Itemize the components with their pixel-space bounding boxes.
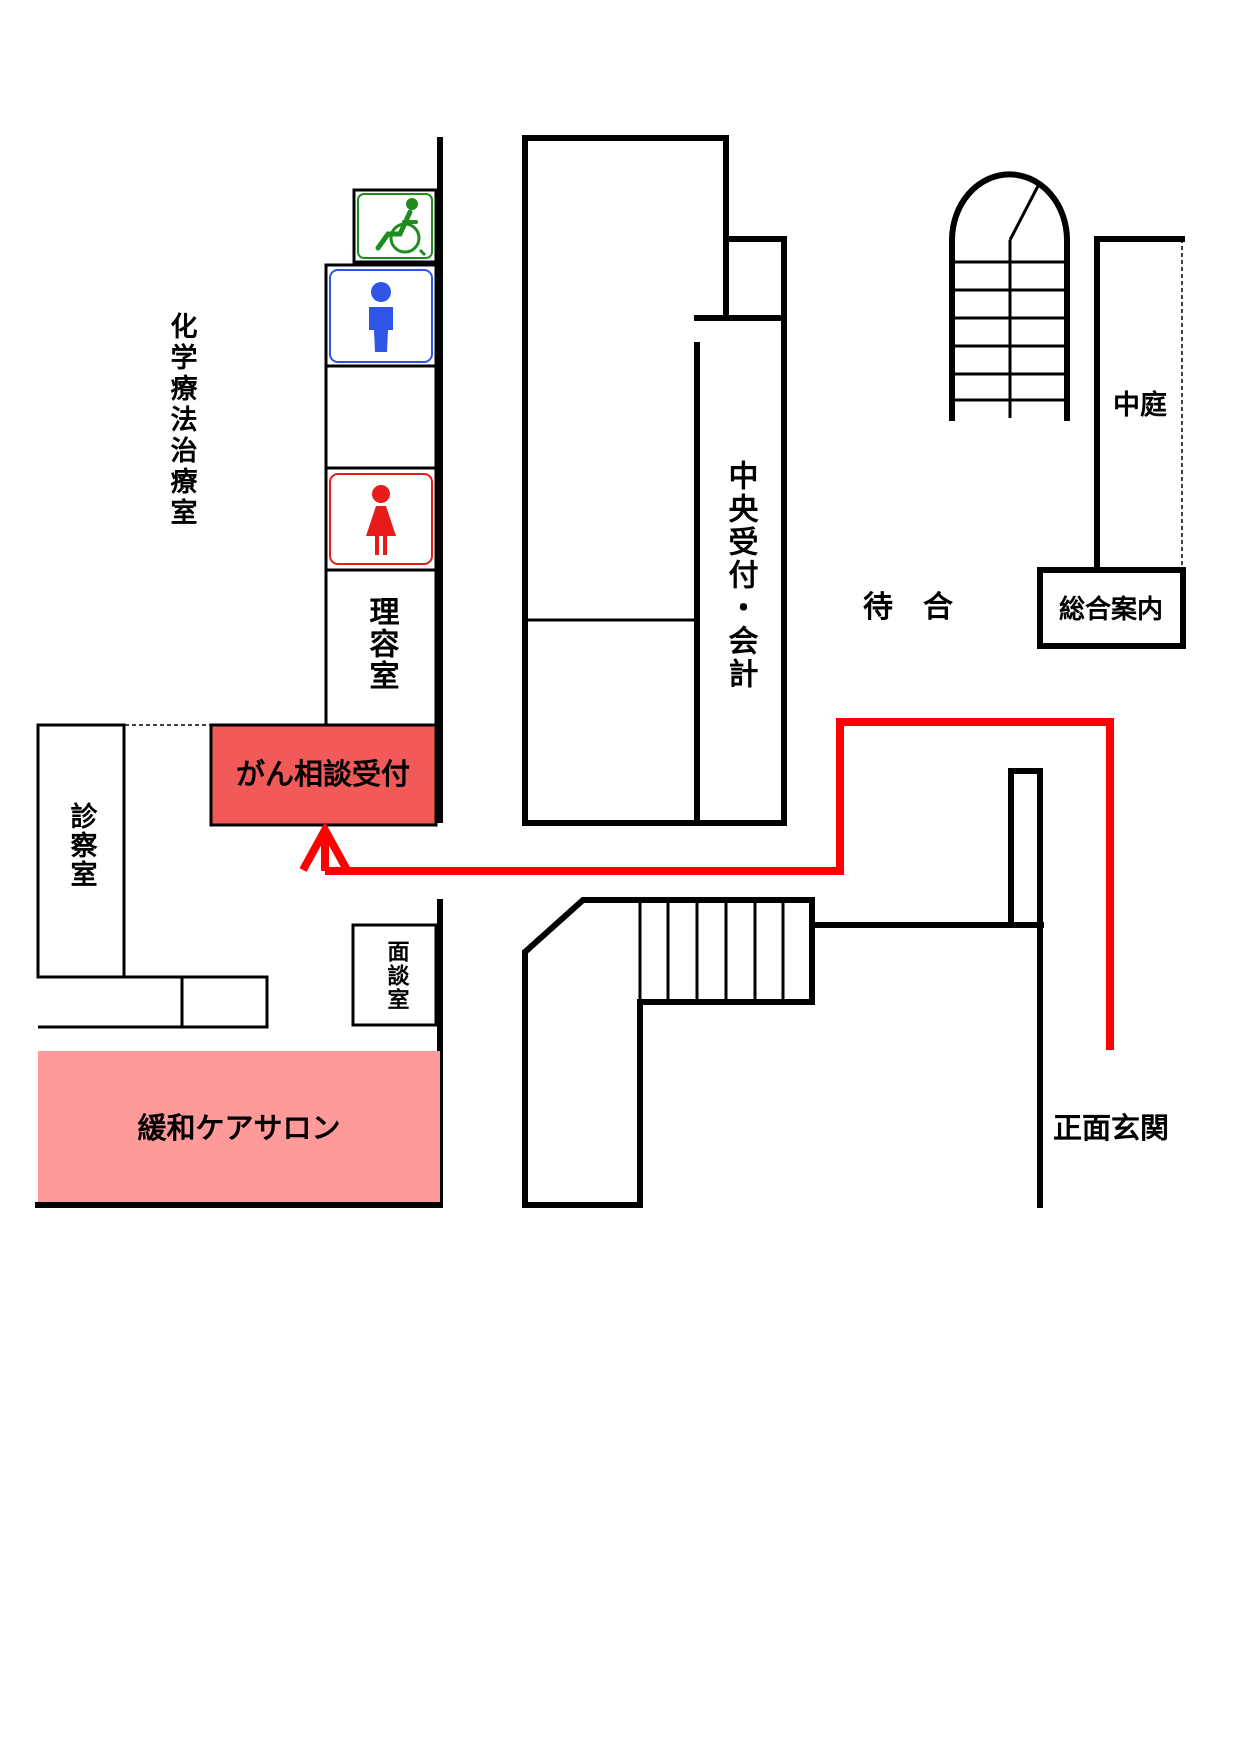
waiting-label: 待 合 (863, 590, 953, 625)
male-restroom-icon (329, 269, 433, 363)
courtyard-label: 中庭 (1113, 389, 1167, 421)
wheelchair-icon (357, 193, 433, 259)
main-entrance-label: 正面玄関 (1053, 1111, 1169, 1145)
barber-room-label: 理容室 (364, 596, 400, 692)
palliative-salon-box (38, 1051, 440, 1203)
left-corridor-outline (38, 975, 269, 1029)
exam-room-label: 診察室 (66, 801, 98, 889)
interview-room-label: 面談室 (384, 940, 410, 1012)
central-reception-label: 中央受付・会計 (723, 460, 759, 691)
info-desk-box (1037, 567, 1186, 649)
palliative-salon-label: 緩和ケアサロン (137, 1111, 340, 1145)
route-path (325, 718, 1114, 1050)
upper-staircase (949, 171, 1070, 421)
cancer-reception-box (209, 723, 438, 827)
interview-room-box (351, 923, 438, 1027)
lower-stairs (638, 900, 785, 1002)
courtyard-outline (1094, 236, 1185, 573)
entrance-pillar (1008, 768, 1043, 928)
route-arrow-head (299, 821, 351, 872)
info-desk-label: 総合案内 (1059, 594, 1163, 625)
cancer-reception-label: がん相談受付 (236, 757, 410, 791)
chemo-room-label: 化学療法治療室 (166, 312, 198, 529)
exam-room-box (36, 723, 126, 979)
female-restroom-icon (329, 473, 433, 565)
central-block (522, 135, 787, 826)
wheelchair-restroom (352, 188, 438, 264)
